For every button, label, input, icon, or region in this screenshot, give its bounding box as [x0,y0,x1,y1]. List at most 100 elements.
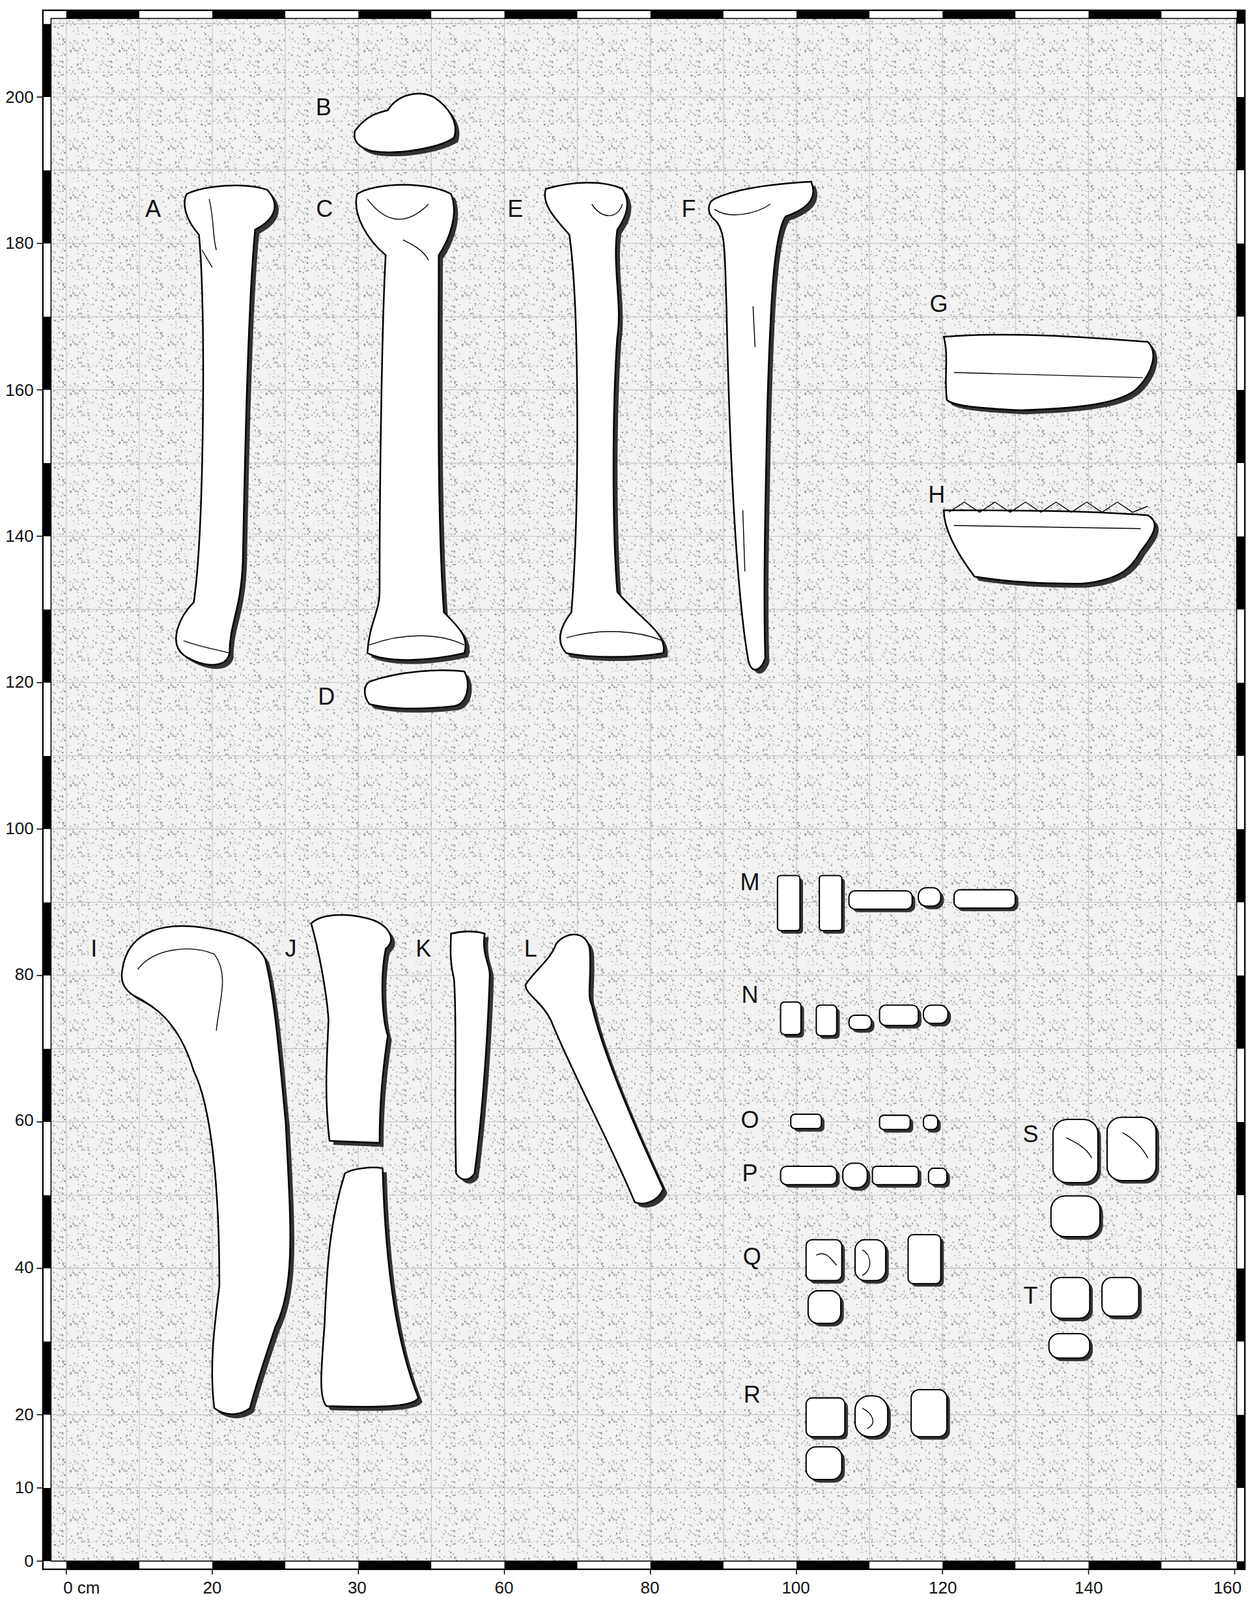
tick [358,1569,360,1575]
tick [36,1121,43,1123]
scale-bar [358,1561,432,1570]
part-letter: D [315,684,337,710]
bone [708,181,813,670]
scale-bar [1236,97,1246,170]
axis-number: 140 [5,527,34,545]
part-letter: M [738,870,762,895]
small-bone [806,1239,843,1282]
small-bone [855,1395,888,1437]
scale-bar [1236,390,1246,464]
bone-detail [403,239,429,260]
scale-bar [1236,682,1246,756]
scale-bar [1236,10,1246,25]
small-bone [1107,1117,1156,1181]
tick [36,1267,43,1270]
scale-bar [1236,463,1246,536]
small-bone [954,889,1016,908]
tick [795,1569,798,1575]
bone-detail [201,250,213,268]
bone-detail [862,1249,871,1276]
small-bone [808,1290,841,1324]
part-letter: B [313,95,334,120]
small-bone [1101,1277,1139,1317]
grid-line [649,18,651,1562]
scale-bar [1236,1122,1246,1196]
bone [321,1167,419,1407]
axis-number: 200 [5,88,34,106]
part-letter: L [522,936,540,962]
axis-number: 60 [494,1579,514,1597]
grid-line [50,755,1237,757]
axis-number: 180 [5,234,34,252]
small-bone [923,1115,938,1130]
bone-detail [954,525,1141,529]
small-bone [928,1168,947,1185]
scale-bar [42,535,52,609]
scale-bar [869,10,943,19]
scale-bar [42,463,52,536]
part-letter: T [1021,1283,1040,1309]
small-bone [911,1389,947,1437]
scale-bar [139,1561,213,1570]
grid-line [50,682,1237,684]
scale-bar [1088,10,1162,19]
bone-detail [138,948,223,1031]
bone [121,926,291,1415]
scale-bar [796,1561,870,1570]
scale-bar [42,1122,52,1196]
scale-bar [1236,1195,1246,1268]
scale-bar [50,1561,67,1570]
scale-bar [1161,10,1235,19]
tick [36,389,43,391]
scale-bar [1236,24,1246,98]
axis-number: 40 [14,1258,34,1276]
scale-bar [1236,1488,1246,1562]
scale-bar [431,10,505,19]
scale-bar [42,1268,52,1342]
grid-line [504,18,505,1562]
tick [65,1569,68,1575]
grid-line [50,1487,1237,1489]
scale-bar [1236,316,1246,390]
part-letter: J [283,936,299,962]
scale-bar [358,10,432,19]
axis-number: 30 [347,1579,367,1597]
axis-number: 20 [14,1406,34,1423]
scale-bar [869,1561,943,1570]
tick [36,682,43,684]
tick [211,1569,213,1575]
part-letter: C [313,196,335,222]
bone-detail [714,204,771,215]
grid-line [50,23,1237,25]
scale-bar [42,1341,52,1415]
tick [1234,1569,1236,1575]
grid-line [50,169,1237,171]
bone [311,915,391,1143]
scale-bar [66,1561,140,1570]
small-bone [806,1398,846,1438]
grid-line [1234,18,1235,1562]
tick [36,1487,43,1489]
bone-detail [1122,1132,1148,1158]
bone-detail [816,1253,837,1266]
tick [1088,1569,1090,1575]
scale-bar [1236,169,1246,243]
grid-line [795,18,797,1562]
scale-bar [1236,1268,1246,1342]
scale-bar [431,1561,505,1570]
grid-line [1161,18,1162,1562]
small-bone [1049,1333,1091,1359]
frame-border [42,10,1246,1570]
scale-bar [1236,756,1246,830]
bone [525,934,664,1204]
scale-bar [1088,1561,1162,1570]
bone-detail [209,199,217,251]
tick [36,1561,43,1563]
scale-bar [1161,1561,1235,1570]
small-bone [1053,1119,1099,1183]
bone [364,670,468,709]
tick [504,1569,506,1575]
part-letter: S [1020,1122,1041,1147]
grid-line [50,901,1237,903]
